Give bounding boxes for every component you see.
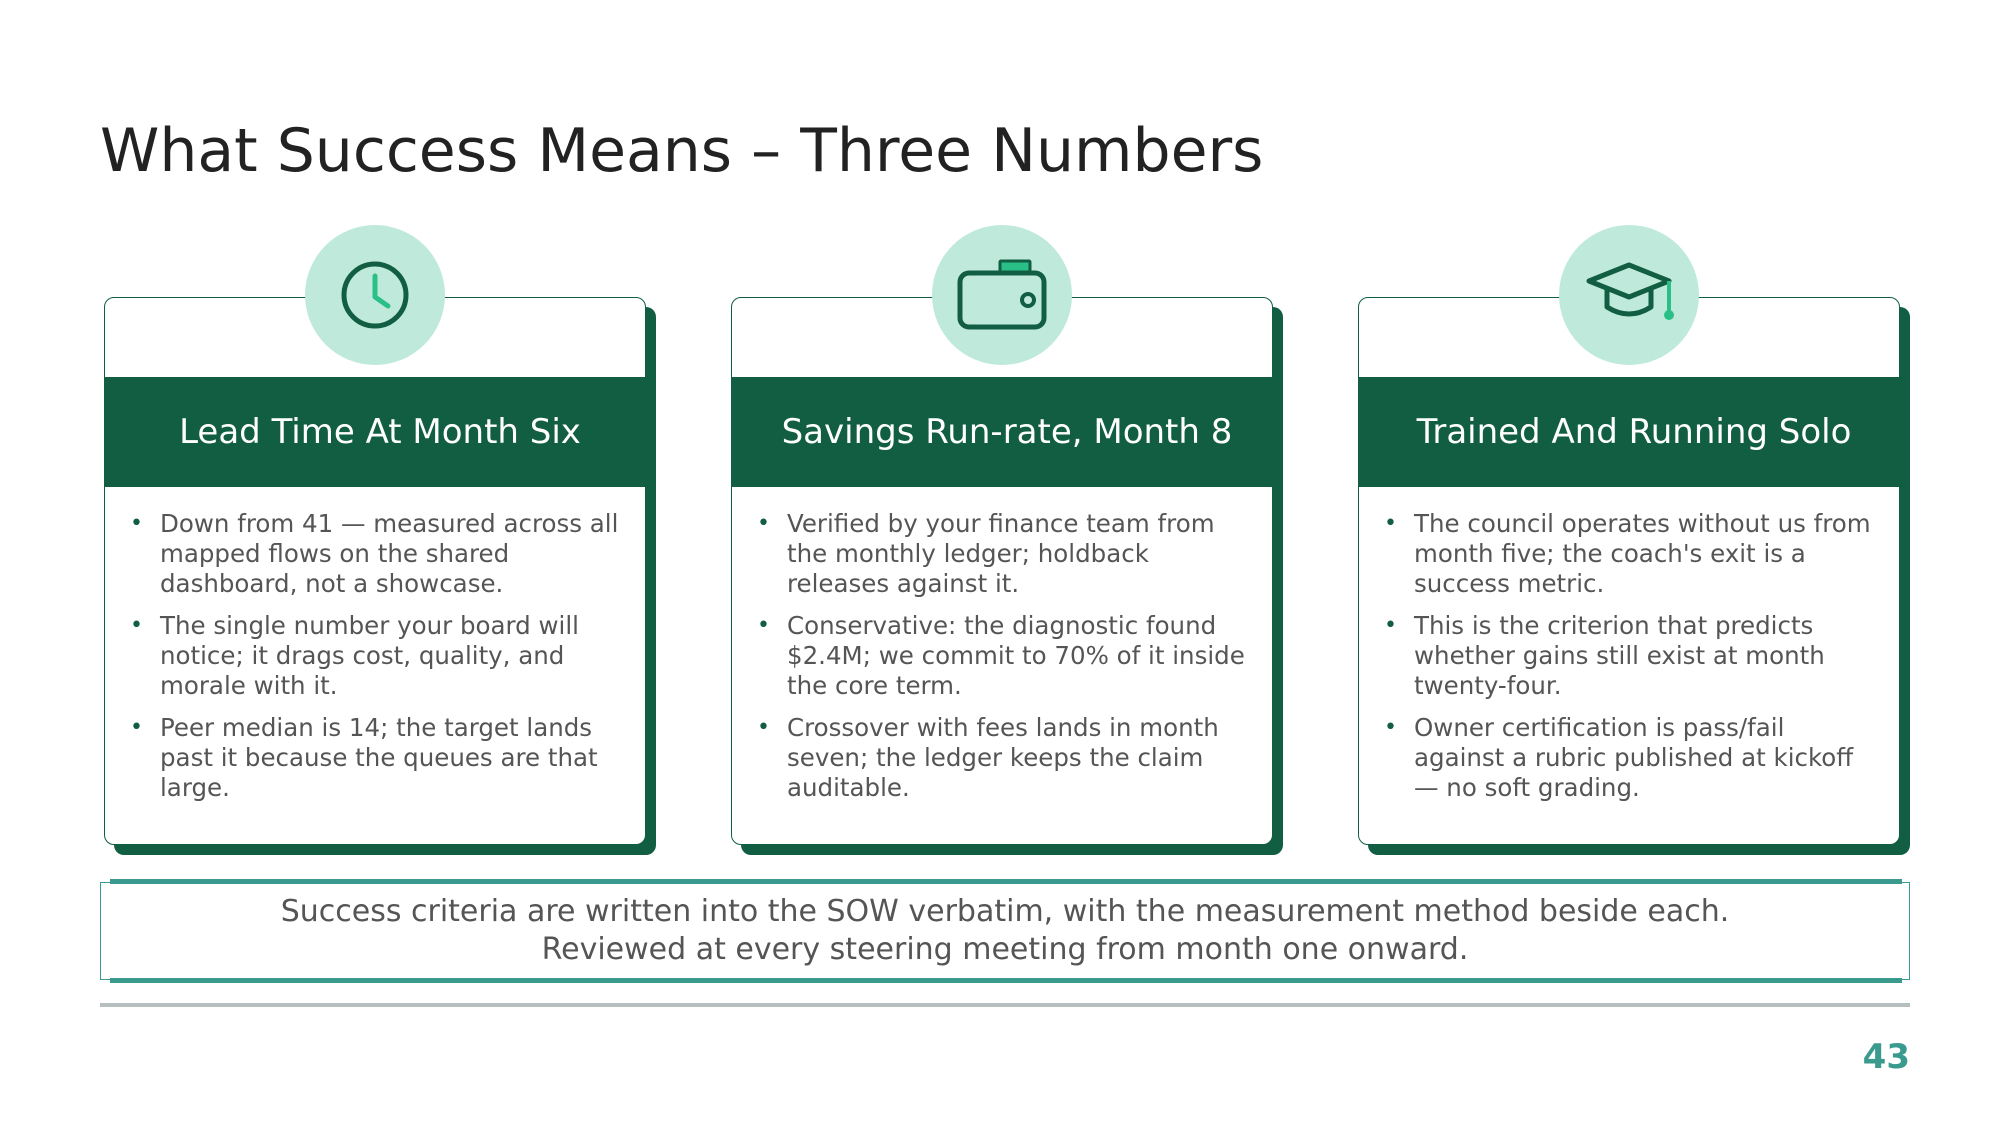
clock-badge — [305, 225, 445, 365]
list-item: Down from 41 — measured across all mappe… — [130, 509, 628, 599]
list-item: This is the criterion that predicts whet… — [1384, 611, 1882, 701]
clock-icon — [341, 261, 409, 329]
card-bullet-list: The council operates without us from mon… — [1384, 509, 1882, 815]
card-bullet-list: Down from 41 — measured across all mappe… — [130, 509, 628, 815]
summary-note: Success criteria are written into the SO… — [100, 882, 1910, 980]
note-top-accent — [110, 879, 1902, 884]
card-heading: Lead Time At Month Six — [104, 377, 656, 487]
wallet-icon — [957, 259, 1047, 330]
note-line-2: Reviewed at every steering meeting from … — [541, 932, 1469, 967]
list-item: The single number your board will notice… — [130, 611, 628, 701]
list-item: Peer median is 14; the target lands past… — [130, 713, 628, 803]
success-card-savings: Savings Run-rate, Month 8 Verified by yo… — [731, 297, 1283, 855]
list-item: The council operates without us from mon… — [1384, 509, 1882, 599]
success-card-trained: Trained And Running Solo The council ope… — [1358, 297, 1910, 855]
list-item: Verified by your finance team from the m… — [757, 509, 1255, 599]
note-bottom-accent — [110, 978, 1902, 983]
wallet-badge — [932, 225, 1072, 365]
page-number: 43 — [1862, 1037, 1910, 1077]
card-heading: Savings Run-rate, Month 8 — [731, 377, 1283, 487]
footer-divider — [100, 1003, 1910, 1007]
graduation-cap-icon — [1586, 262, 1674, 320]
list-item: Owner certification is pass/fail against… — [1384, 713, 1882, 803]
card-heading: Trained And Running Solo — [1358, 377, 1910, 487]
card-bullet-list: Verified by your finance team from the m… — [757, 509, 1255, 815]
list-item: Conservative: the diagnostic found $2.4M… — [757, 611, 1255, 701]
list-item: Crossover with fees lands in month seven… — [757, 713, 1255, 803]
success-card-lead-time: Lead Time At Month Six Down from 41 — me… — [104, 297, 656, 855]
slide-title: What Success Means – Three Numbers — [100, 116, 1264, 186]
note-line-1: Success criteria are written into the SO… — [280, 894, 1730, 929]
graduation-badge — [1559, 225, 1699, 365]
